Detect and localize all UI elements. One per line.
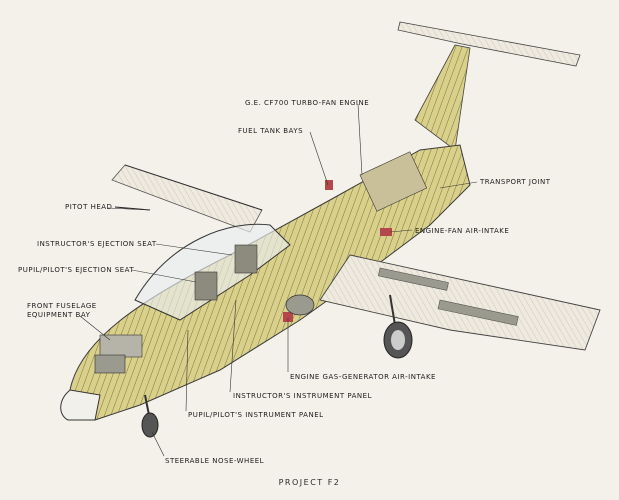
engine-section [359, 151, 428, 212]
engine-nacelle [285, 294, 315, 316]
starboard-wing [319, 254, 601, 351]
label-instructors-ejection-seat: INSTRUCTOR'S EJECTION SEAT [37, 240, 157, 248]
label-pupil-instrument-panel: PUPIL/PILOT'S INSTRUMENT PANEL [188, 411, 324, 419]
label-equipment-bay: EQUIPMENT BAY [27, 311, 91, 319]
fuel-tank-marker [325, 180, 333, 190]
wing-fuel-tanks [377, 267, 519, 326]
label-steerable-nose-wheel: STEERABLE NOSE-WHEEL [165, 457, 265, 465]
intake-marker [380, 228, 392, 236]
port-wing-leading-edge [124, 164, 263, 211]
label-gas-generator-intake: ENGINE GAS-GENERATOR AIR-INTAKE [290, 373, 436, 381]
horizontal-stabilizer [397, 21, 581, 67]
label-instructors-instrument-panel: INSTRUCTOR'S INSTRUMENT PANEL [233, 392, 372, 400]
main-landing-gear [383, 294, 413, 359]
instructor-seat [234, 244, 258, 274]
gas-gen-intake-marker [283, 312, 293, 322]
label-pitot-head: PITOT HEAD [65, 203, 113, 211]
label-engine: G.E. CF700 TURBO-FAN ENGINE [245, 99, 370, 107]
pupil-seat [194, 271, 218, 301]
front-equipment-bay [94, 334, 143, 374]
nose-cone [60, 389, 101, 421]
port-wing [111, 164, 263, 233]
tail-fin [414, 44, 471, 151]
figure-caption: PROJECT F2 [278, 478, 341, 487]
label-engine-fan-air-intake: ENGINE-FAN AIR-INTAKE [415, 227, 510, 235]
label-front-fuselage: FRONT FUSELAGE [27, 302, 97, 310]
label-fuel-tank-bays: FUEL TANK BAYS [238, 127, 304, 135]
leader-lines [79, 103, 478, 457]
nose-landing-gear [141, 394, 159, 438]
label-pupil-ejection-seat: PUPIL/PILOT'S EJECTION SEAT [18, 266, 135, 274]
label-transport-joint: TRANSPORT JOINT [480, 178, 551, 186]
